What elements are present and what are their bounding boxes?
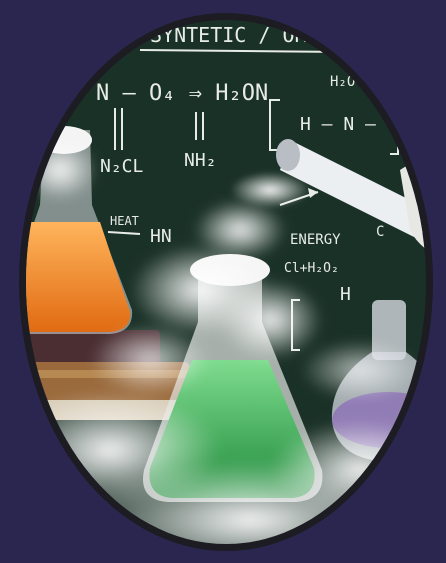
chalk-formula-6: Cl+H₂O₂ — [284, 261, 339, 276]
chalk-label-energy: ENERGY — [290, 232, 341, 248]
chalk-formula-5: H — N — — [300, 114, 376, 135]
chalk-formula-3: N₂CL — [100, 156, 144, 177]
chalk-formula-2: NH₂ — [184, 150, 217, 171]
chalk-label-hn: HN — [150, 226, 172, 247]
chalk-formula-4: H₂O — [330, 74, 355, 90]
chalk-formula-1: N — O₄ ⇒ H₂ON — [96, 81, 268, 106]
chalk-formula-8: C — [376, 224, 384, 240]
chalk-label-heat: HEAT — [110, 214, 139, 228]
chalk-formula-7: H — [340, 284, 351, 305]
orange-flask — [26, 126, 133, 334]
